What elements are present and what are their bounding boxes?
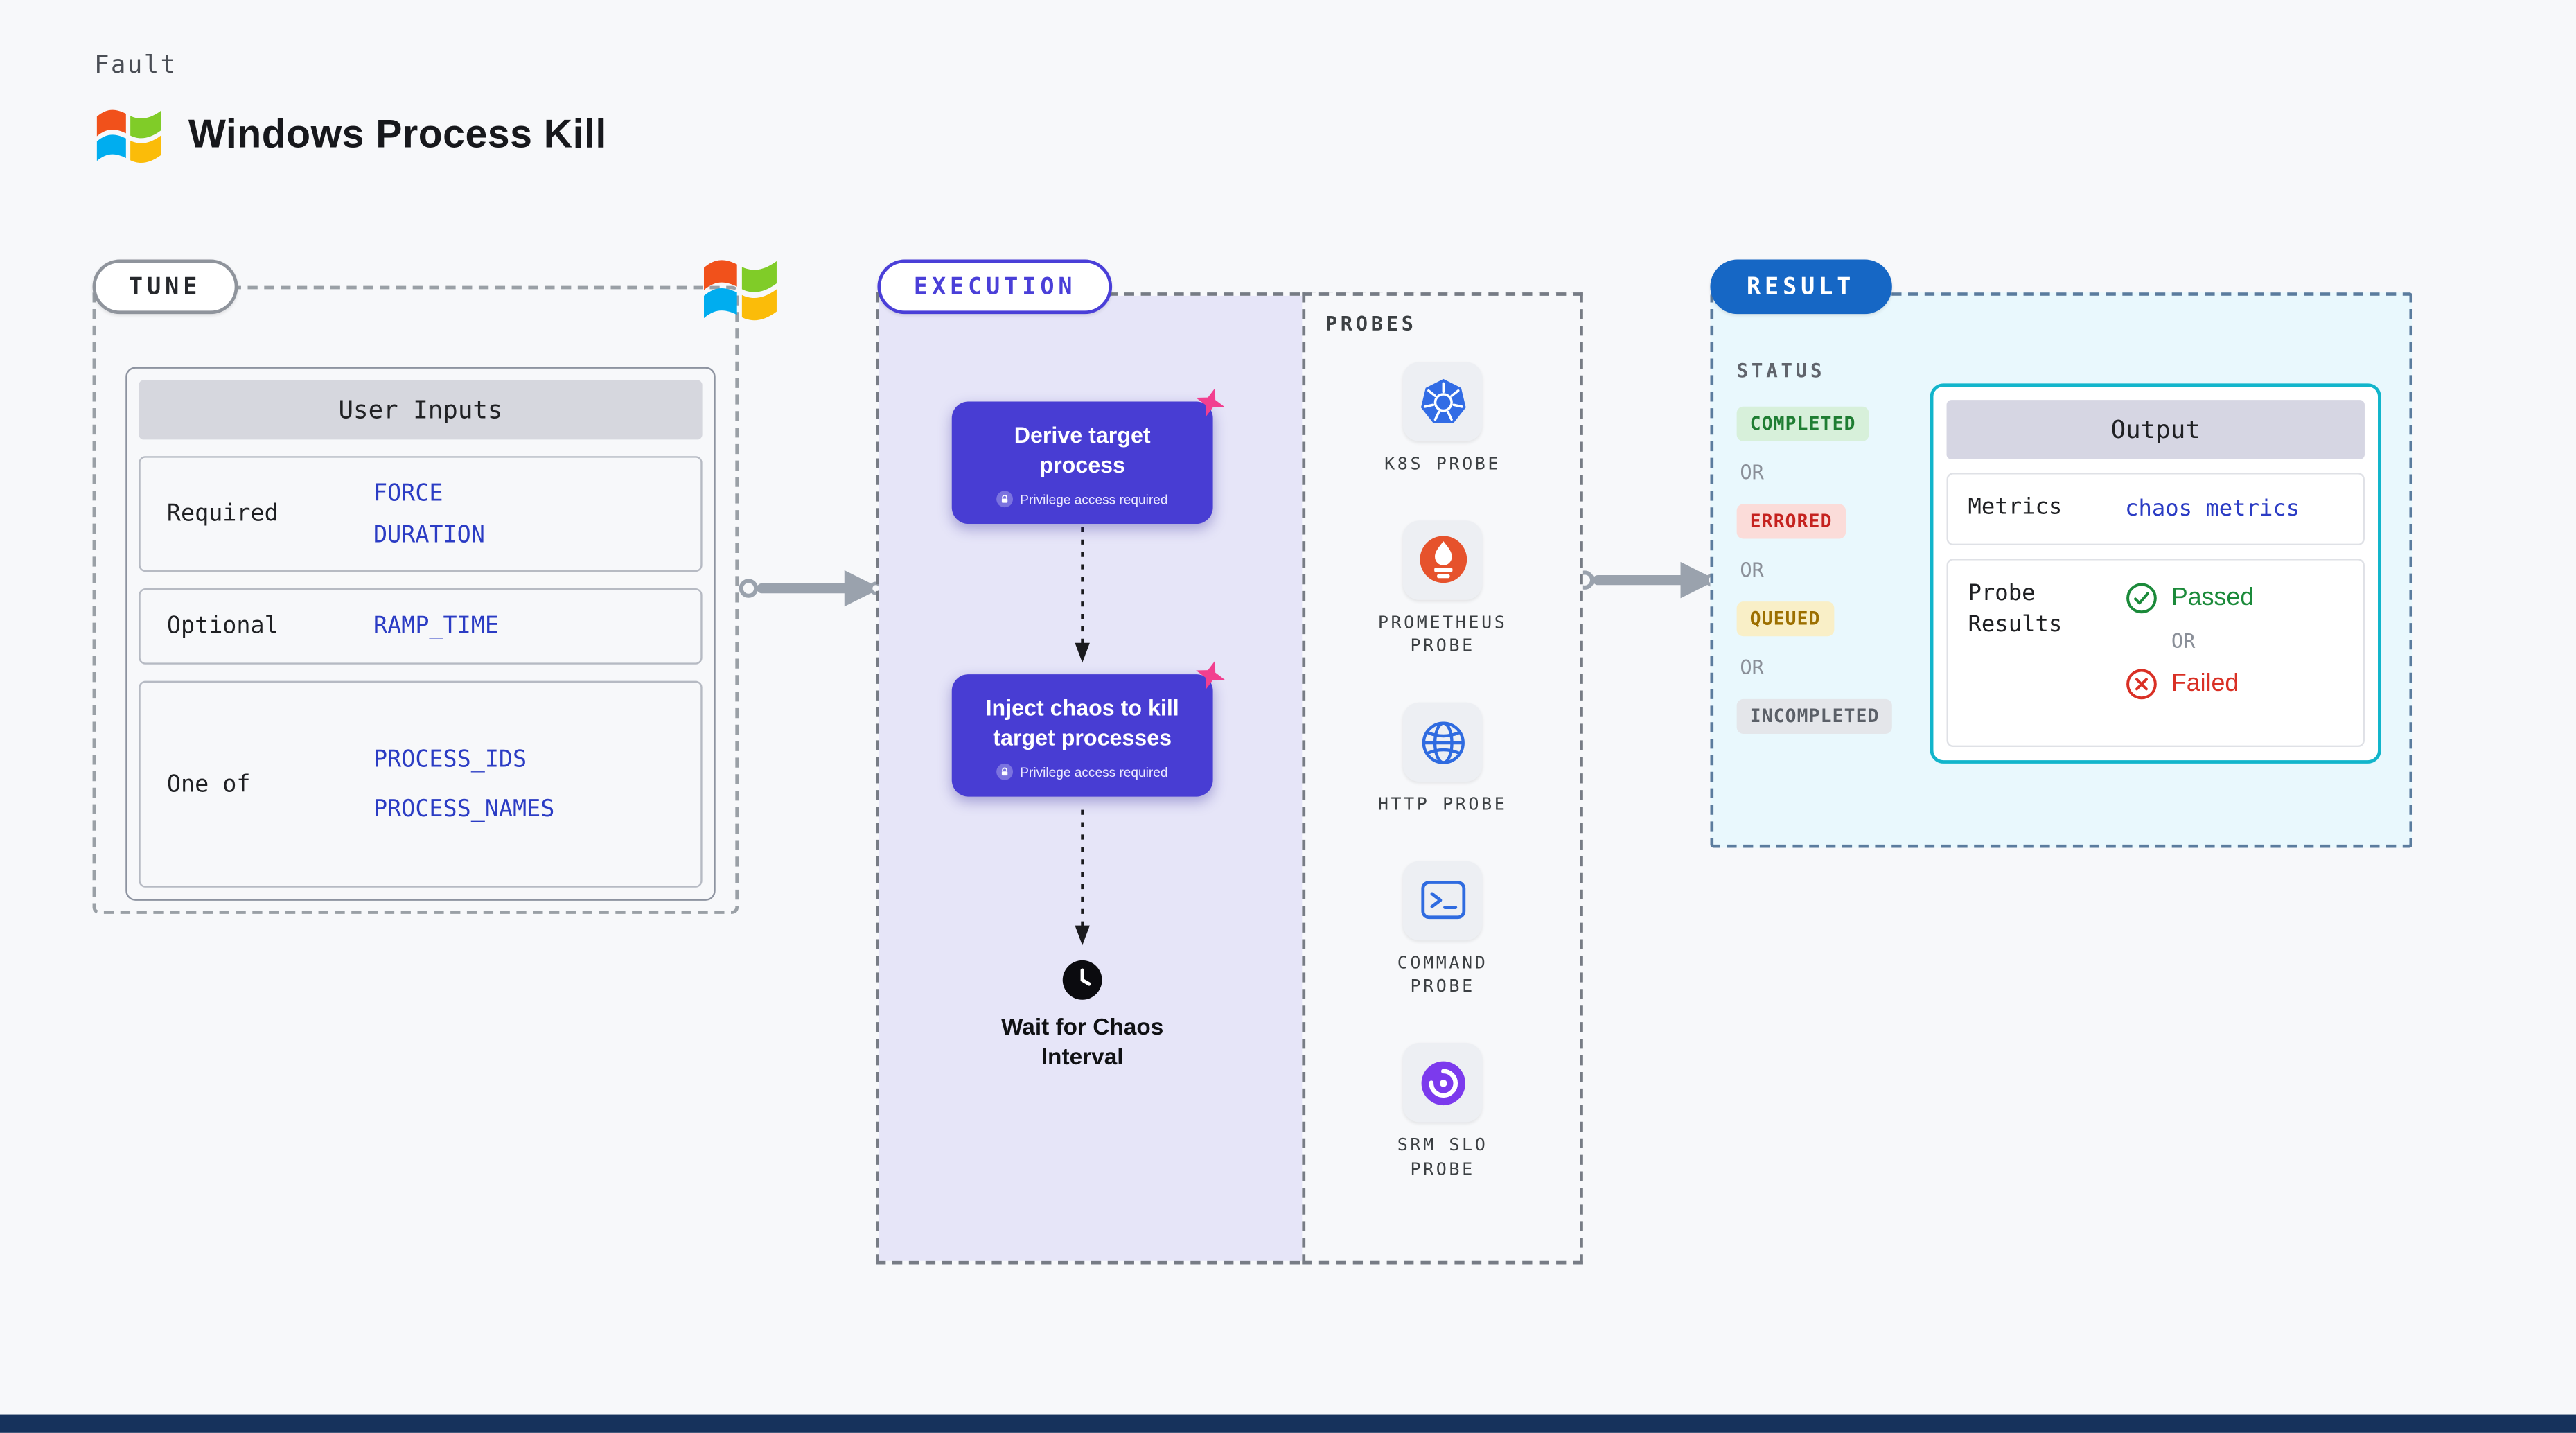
windows-logo-icon: [93, 99, 166, 172]
footer-bar: [0, 1414, 2576, 1433]
title-row: Windows Process Kill: [93, 99, 607, 172]
probe-prometheus: PROMETHEUS PROBE: [1343, 520, 1542, 660]
privilege-badge-label: Privilege access required: [1020, 491, 1168, 507]
wait-label: Wait for Chaos Interval: [1000, 1013, 1164, 1069]
probe-results-label: Probe Results: [1968, 579, 2063, 638]
fault-kicker: Fault: [94, 49, 177, 80]
probe-label: HTTP PROBE: [1377, 795, 1508, 815]
status-badge-queued: QUEUED: [1736, 601, 1834, 637]
row-value: FORCE: [373, 480, 443, 507]
privilege-badge-label: Privilege access required: [1020, 764, 1168, 780]
srm-slo-probe-icon: [1402, 1043, 1483, 1123]
tune-section: [92, 285, 739, 914]
output-header: Output: [1946, 400, 2365, 460]
user-inputs-table: User Inputs Required FORCE DURATION Opti…: [125, 367, 716, 901]
privilege-badge: Privilege access required: [969, 764, 1197, 780]
metrics-value: chaos metrics: [2125, 495, 2300, 522]
k8s-probe-icon: [1402, 362, 1483, 441]
passed-label: Passed: [2171, 583, 2255, 612]
probe-results-values: Passed OR Failed: [2125, 578, 2254, 700]
row-values: RAMP_TIME: [373, 613, 499, 640]
chaos-sparkle-icon: [1193, 385, 1228, 420]
flow-arrow-icon: [1073, 524, 1093, 674]
or-label: OR: [1740, 461, 1764, 484]
row-value: PROCESS_IDS: [373, 746, 527, 773]
failed-label: Failed: [2171, 669, 2239, 698]
status-badge-errored: ERRORED: [1736, 504, 1846, 539]
table-row-optional: Optional RAMP_TIME: [139, 588, 703, 665]
probes-panel: PROBES K8S PROBE: [1302, 292, 1583, 1265]
probe-label: SRM SLO PROBE: [1397, 1135, 1488, 1180]
passed-line: Passed: [2125, 581, 2254, 614]
row-value: RAMP_TIME: [373, 613, 499, 640]
http-probe-icon: [1402, 702, 1483, 782]
probe-label: K8S PROBE: [1384, 454, 1501, 475]
row-values: PROCESS_IDS PROCESS_NAMES: [373, 746, 554, 823]
probe-label: PROMETHEUS PROBE: [1377, 613, 1508, 657]
flow-arrow-icon: [1073, 807, 1093, 957]
table-row-required: Required FORCE DURATION: [139, 456, 703, 572]
metrics-label: Metrics: [1968, 494, 2063, 521]
metrics-row: Metrics chaos metrics: [1946, 473, 2365, 545]
connector-arrow-icon: [1575, 559, 1720, 610]
privilege-badge: Privilege access required: [969, 491, 1197, 508]
status-badge-incompleted: INCOMPLETED: [1736, 698, 1893, 734]
probe-command: COMMAND PROBE: [1343, 860, 1542, 1000]
command-probe-icon: [1402, 860, 1483, 940]
windows-logo-icon: [699, 248, 782, 331]
clock-icon: [1061, 958, 1104, 1001]
user-inputs-header: User Inputs: [139, 380, 703, 440]
status-badge-completed: COMPLETED: [1736, 406, 1869, 441]
x-circle-icon: [2125, 667, 2158, 700]
step-inject-chaos: Inject chaos to kill target processes Pr…: [951, 660, 1225, 797]
failed-line: Failed: [2125, 667, 2254, 700]
lock-icon: [996, 491, 1014, 508]
result-section-label: RESULT: [1710, 259, 1891, 315]
row-values: FORCE DURATION: [373, 480, 485, 548]
execution-section-label: EXECUTION: [877, 259, 1113, 315]
tune-section-label: TUNE: [92, 259, 238, 315]
probe-http: HTTP PROBE: [1343, 702, 1542, 818]
step-title: Inject chaos to kill target processes: [985, 696, 1179, 750]
probes-heading: PROBES: [1325, 312, 1417, 336]
output-table: Output Metrics chaos metrics Probe Resul…: [1930, 383, 2381, 764]
probe-results-row: Probe Results Passed OR: [1946, 558, 2365, 748]
row-label: Required: [166, 500, 279, 527]
probe-label: COMMAND PROBE: [1397, 953, 1488, 998]
probe-srm-slo: SRM SLO PROBE: [1343, 1043, 1542, 1182]
row-value: DURATION: [373, 521, 485, 548]
status-heading: STATUS: [1736, 358, 1826, 382]
wait-step: Wait for Chaos Interval: [967, 958, 1198, 1071]
chaos-sparkle-icon: [1193, 658, 1228, 692]
status-column: STATUS COMPLETED OR ERRORED OR QUEUED OR…: [1736, 358, 1893, 734]
lock-icon: [996, 764, 1014, 780]
step-title: Derive target process: [1014, 423, 1151, 477]
probe-k8s: K8S PROBE: [1343, 362, 1542, 477]
step-derive-target-process: Derive target process Privilege access r…: [951, 387, 1225, 525]
or-label: OR: [1740, 656, 1764, 680]
table-row-one-of: One of PROCESS_IDS PROCESS_NAMES: [139, 680, 703, 888]
row-label: Optional: [166, 613, 279, 640]
check-circle-icon: [2125, 581, 2158, 614]
connector-arrow-icon: [739, 567, 884, 618]
or-label: OR: [1740, 559, 1764, 582]
page-title: Windows Process Kill: [188, 112, 607, 157]
row-value: PROCESS_NAMES: [373, 795, 555, 823]
prometheus-probe-icon: [1402, 520, 1483, 600]
row-label: One of: [166, 771, 251, 798]
or-label: OR: [2171, 628, 2196, 653]
